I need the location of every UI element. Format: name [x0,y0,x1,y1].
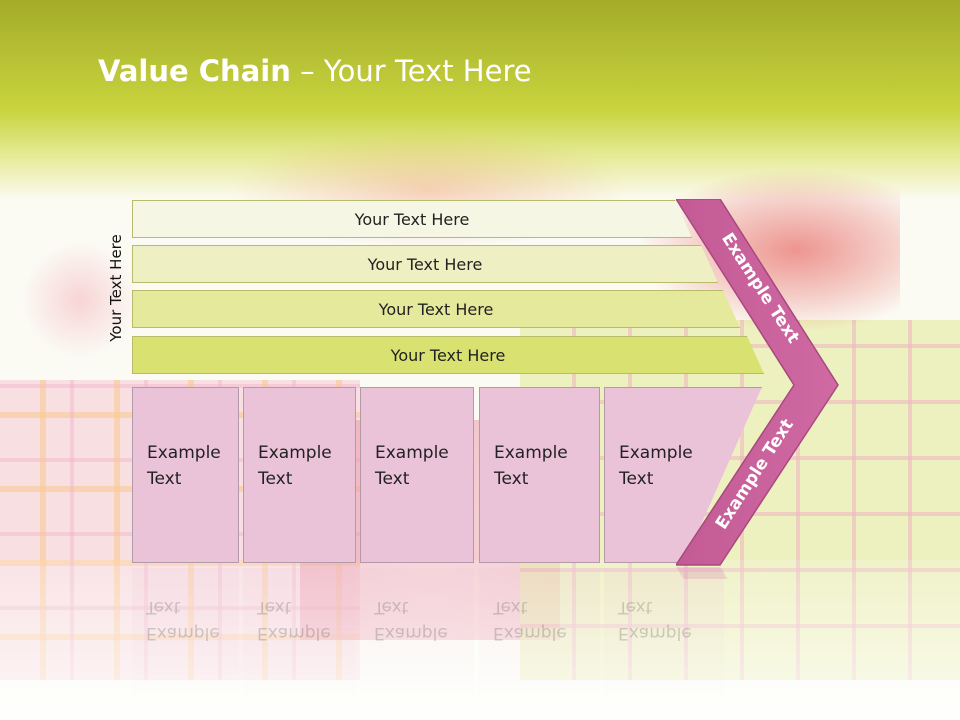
title-bold: Value Chain [98,54,291,88]
box-text-line2: Text [375,469,410,489]
value-chain-row-4: Your Text Here [132,336,764,374]
box-text-line1: Example [375,443,449,463]
chevron-shape [676,199,839,566]
arrow-lower-text: Example Text [712,416,798,534]
row-label: Your Text Here [390,345,506,365]
row-label: Your Text Here [354,209,470,229]
activity-box-2: Example Text [243,387,356,563]
box-text-line1: Example [494,443,568,463]
activity-box-3: Example Text [360,387,474,563]
activity-box-4: Example Text [479,387,600,563]
background-fade [0,560,960,720]
slide-title: Value Chain – Your Text Here [98,54,532,88]
value-chain-row-3: Your Text Here [132,290,740,328]
box-text-line2: Text [147,469,182,489]
box-text-line2: Text [494,469,529,489]
box-text-line2: Text [619,469,654,489]
side-label: Your Text Here [107,234,125,342]
margin-chevron-arrow: Example Text Example Text [676,199,839,579]
chevron-reflection [676,567,728,579]
value-chain-row-1: Your Text Here [132,200,692,238]
row-label: Your Text Here [367,254,483,274]
box-text-line1: Example [147,443,221,463]
box-text-line1: Example [258,443,332,463]
activity-box-1: Example Text [132,387,239,563]
value-chain-row-2: Your Text Here [132,245,718,283]
box-text-line1: Example [619,443,693,463]
row-label: Your Text Here [378,299,494,319]
title-rest: – Your Text Here [290,54,532,88]
header-band [0,0,960,200]
box-text-line2: Text [258,469,293,489]
bow-image-left [20,240,140,360]
